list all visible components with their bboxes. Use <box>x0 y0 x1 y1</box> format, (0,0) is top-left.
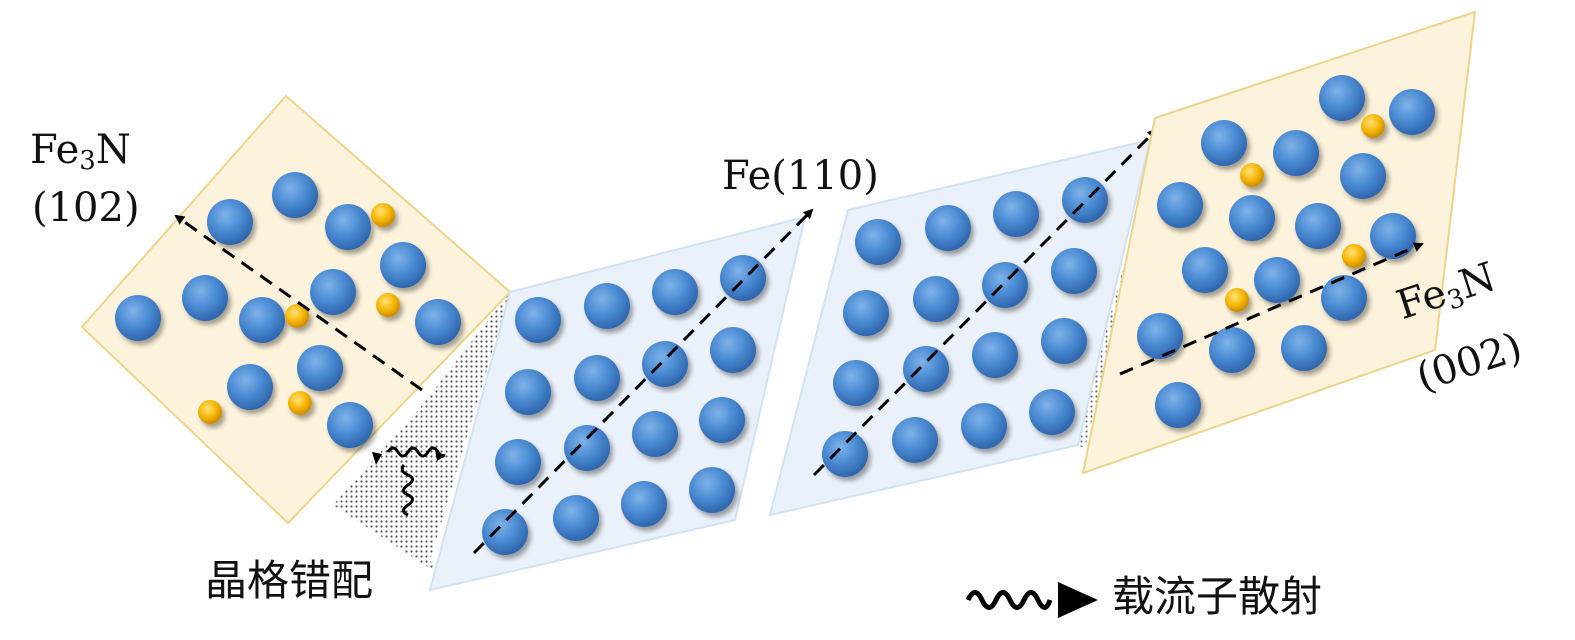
n-atom <box>285 304 309 328</box>
fe-atom <box>982 262 1028 308</box>
fe-atom <box>903 346 949 392</box>
n-atom <box>1361 114 1385 138</box>
fe-atom <box>297 345 343 391</box>
fe-atom <box>574 355 620 401</box>
fe-atom <box>415 299 461 345</box>
fe-atom <box>925 205 971 251</box>
carrier-scattering-squiggles <box>372 446 446 517</box>
fe-atom <box>115 295 161 341</box>
n-atom <box>1225 288 1249 312</box>
fe-110-right-atoms <box>822 177 1108 477</box>
fe-atom <box>1041 318 1087 364</box>
fe-atom <box>632 411 678 457</box>
fe-atom <box>182 275 228 321</box>
fe3n-102-atoms <box>115 172 461 448</box>
fe-atom <box>325 204 371 250</box>
fe3n-002-atoms <box>1137 75 1435 428</box>
fe-atom <box>1029 389 1075 435</box>
fe3n-102-direction-arrow <box>174 214 423 392</box>
n-atom <box>376 293 400 317</box>
fe-atom <box>1062 177 1108 223</box>
fe-atom <box>380 242 426 288</box>
fe3n-002-panel <box>1081 10 1477 475</box>
fe3n-102-plane-label: (102) <box>32 185 140 231</box>
legend-carrier-scattering <box>965 582 1098 618</box>
fe-110-left-panel <box>428 208 814 592</box>
fe-atom <box>553 495 599 541</box>
fe3n-102-formula-main: Fe <box>30 127 80 173</box>
fe-atom <box>1137 313 1183 359</box>
fe-atom <box>843 290 889 336</box>
fe-atom <box>564 425 610 471</box>
fe-atom <box>699 397 745 443</box>
fe-atom <box>972 332 1018 378</box>
fe-110-direction-arrow <box>472 208 814 555</box>
n-atom <box>1342 244 1366 268</box>
fe-atom <box>642 341 688 387</box>
fe-atom <box>515 297 561 343</box>
fe-atom <box>822 431 868 477</box>
fe-atom <box>652 269 698 315</box>
fe-atom <box>855 219 901 265</box>
fe3n-102-formula-tail: N <box>95 127 131 173</box>
carrier-scattering-label: 载流子散射 <box>1112 572 1323 621</box>
fe-atom <box>1340 153 1386 199</box>
fe-atom <box>207 199 253 245</box>
fe3n-102-panel <box>80 94 512 525</box>
fe3n-102-formula-sub: 3 <box>79 146 96 176</box>
fe-atom <box>1051 248 1097 294</box>
fe-atom <box>1155 382 1201 428</box>
fe-atom <box>584 283 630 329</box>
fe-atom <box>689 467 735 513</box>
n-atom <box>198 400 222 424</box>
n-atom <box>1240 163 1264 187</box>
fe-atom <box>495 439 541 485</box>
fe-atom <box>1370 213 1416 259</box>
fe-atom <box>310 269 356 315</box>
fe-atom <box>710 327 756 373</box>
legend-arrowhead-icon <box>1058 582 1098 618</box>
fe-atom <box>720 255 766 301</box>
fe-atom <box>1321 275 1367 321</box>
fe-110-left-atoms <box>482 255 766 555</box>
fe-atom <box>505 369 551 415</box>
fe-atom <box>1281 325 1327 371</box>
fe-atom <box>993 191 1039 237</box>
n-atom <box>288 391 312 415</box>
fe-atom <box>1182 247 1228 293</box>
fe3n-102-label: Fe3N <box>30 130 131 174</box>
fe-110-label: Fe(110) <box>722 153 879 199</box>
fe-atom <box>892 417 938 463</box>
fe-atom <box>482 509 528 555</box>
fe-atom <box>833 360 879 406</box>
fe-atom <box>1201 120 1247 166</box>
fe-atom <box>1273 130 1319 176</box>
fe3n-002-direction-arrow <box>1119 242 1424 376</box>
fe-atom <box>1229 195 1275 241</box>
fe-atom <box>227 364 273 410</box>
fe-atom <box>1389 89 1435 135</box>
fe-atom <box>1254 257 1300 303</box>
fe-atom <box>1295 203 1341 249</box>
lattice-mismatch-label: 晶格错配 <box>205 556 374 605</box>
fe-atom <box>1319 75 1365 121</box>
fe-atom <box>327 402 373 448</box>
fe-atom <box>913 276 959 322</box>
fe-atom <box>239 297 285 343</box>
legend-wavy-arrow-icon <box>965 590 1053 610</box>
fe-atom <box>961 403 1007 449</box>
n-atom <box>371 203 395 227</box>
fe-atom <box>621 481 667 527</box>
lattice-mismatch-region <box>333 292 510 575</box>
fe-110-right-panel <box>768 128 1158 517</box>
fe-110-right-direction-arrow <box>812 128 1158 477</box>
fe-atom <box>272 172 318 218</box>
fe-atom <box>1157 182 1203 228</box>
fe-atom <box>1209 327 1255 373</box>
